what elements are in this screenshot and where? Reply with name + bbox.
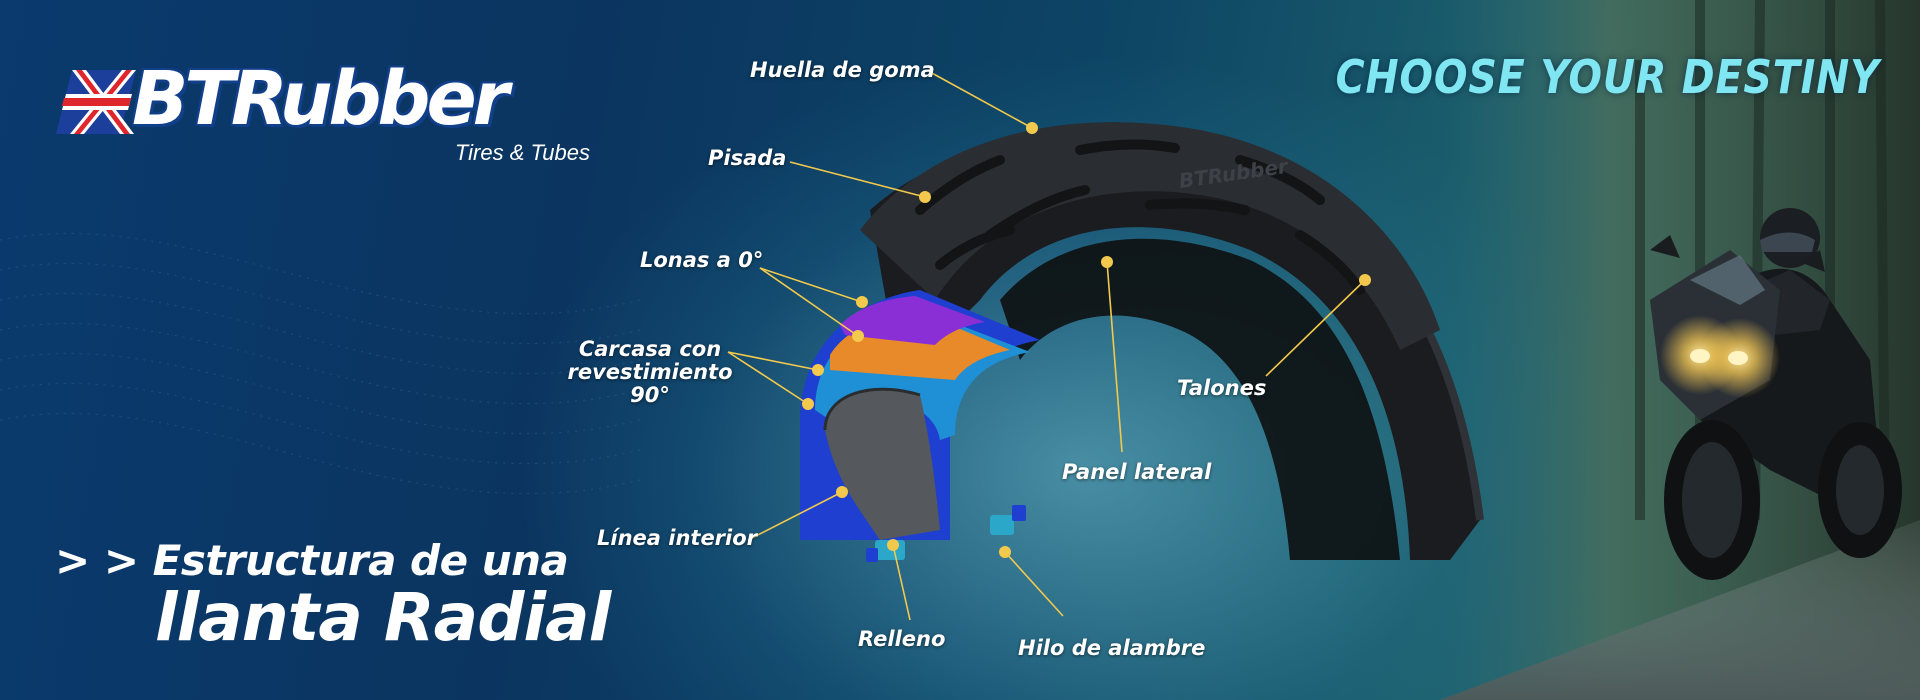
label-relleno: Relleno <box>858 627 946 651</box>
headline: > > Estructura de una llanta Radial <box>55 536 611 656</box>
label-carcasa: Carcasa con revestimiento 90° <box>567 337 733 407</box>
label-huella-de-goma: Huella de goma <box>750 58 935 82</box>
brand-logo[interactable]: BTRubber Tires & Tubes <box>70 56 590 172</box>
label-lonas: Lonas a 0° <box>640 248 764 272</box>
headline-line-1: > > Estructura de una <box>55 536 569 585</box>
label-panel-lateral: Panel lateral <box>1062 460 1212 484</box>
callout-dots <box>802 122 1371 558</box>
headline-line-2: llanta Radial <box>155 579 611 656</box>
callout-leaders <box>727 71 1366 621</box>
label-pisada: Pisada <box>708 146 787 170</box>
tire-illustration: BTRubber <box>800 122 1484 562</box>
union-jack-icon <box>56 70 136 134</box>
brand-name: BTRubber <box>132 56 509 142</box>
label-talones: Talones <box>1177 376 1267 400</box>
brand-subtitle: Tires & Tubes <box>454 140 590 165</box>
dot-wave-pattern <box>0 232 641 495</box>
motorcycle-scene <box>1440 0 1920 700</box>
label-hilo-de-alambre: Hilo de alambre <box>1018 636 1206 660</box>
tagline: CHOOSE YOUR DESTINY <box>1335 50 1880 104</box>
label-linea-interior: Línea interior <box>597 526 758 550</box>
